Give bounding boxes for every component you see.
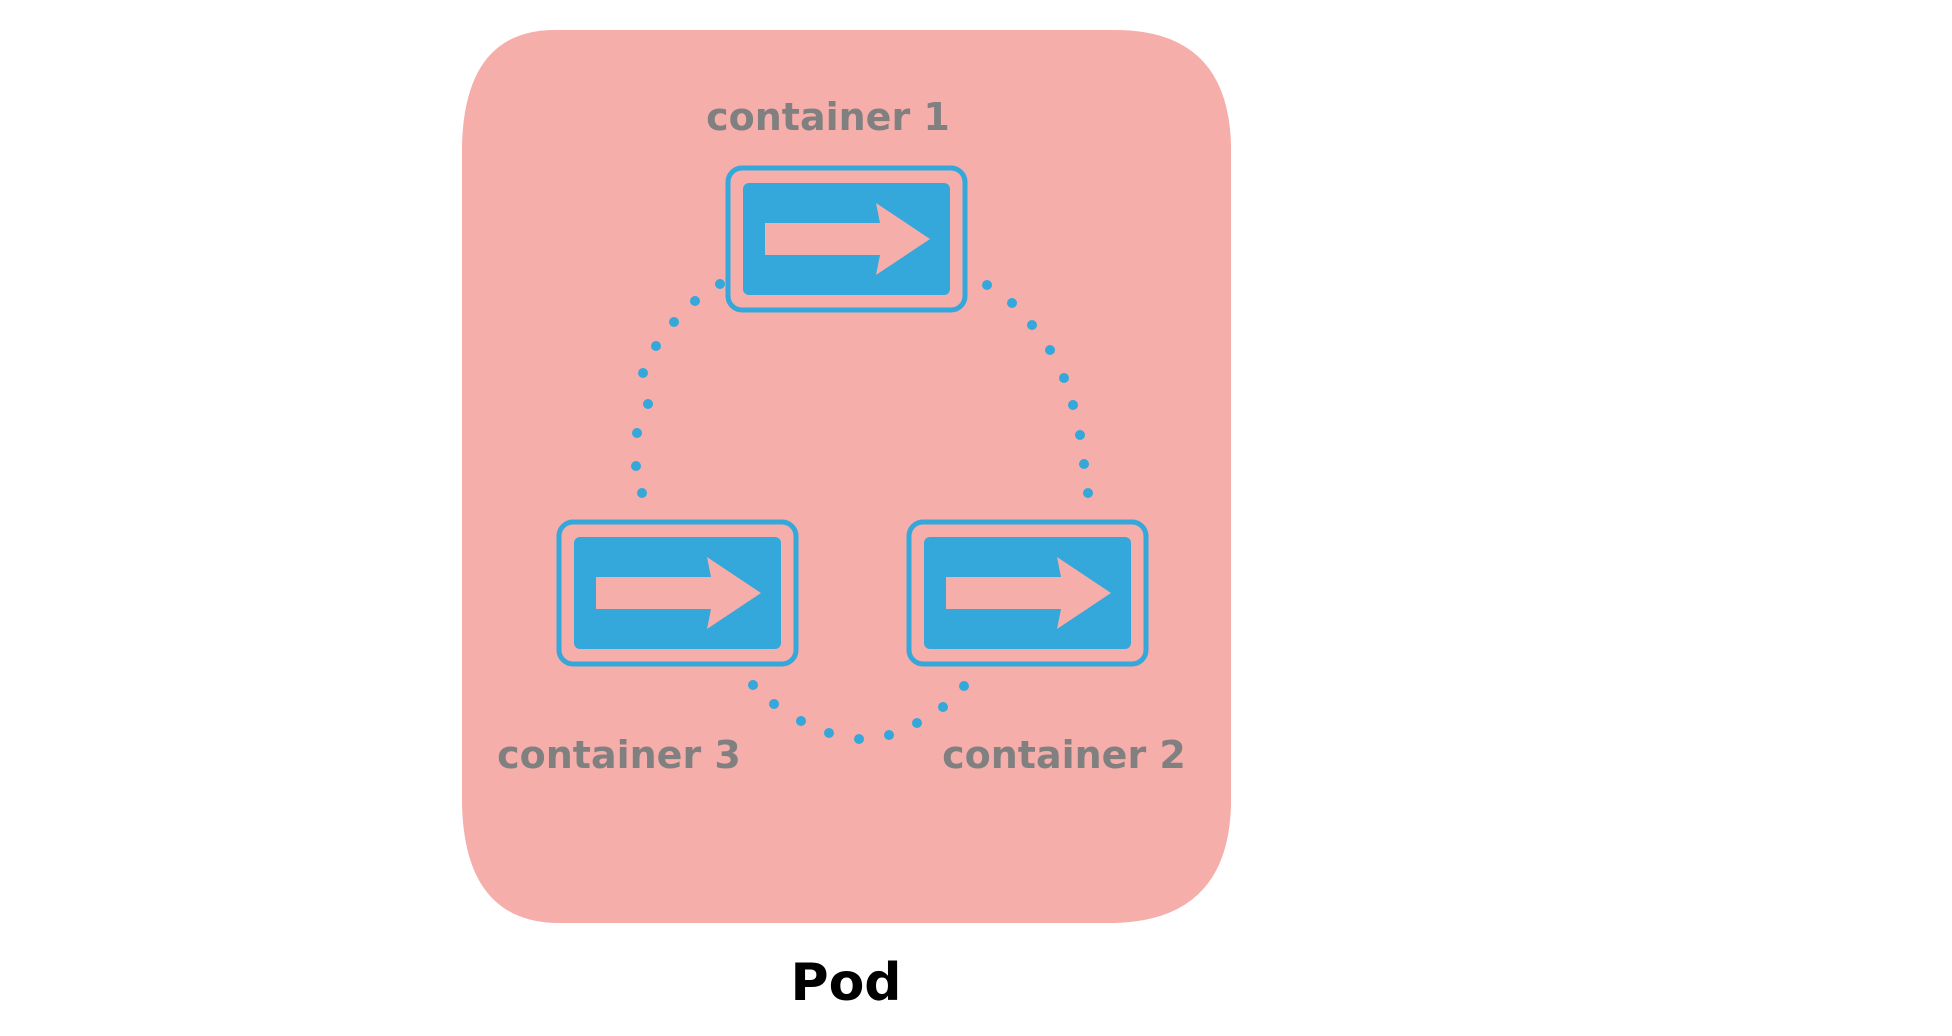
container-2-label: container 2 <box>942 733 1186 777</box>
connection-dot <box>884 730 894 740</box>
connection-dot <box>769 699 779 709</box>
connection-dot <box>1068 400 1078 410</box>
pod-label: Pod <box>790 953 901 1013</box>
connection-dot <box>669 317 679 327</box>
connection-dot <box>959 681 969 691</box>
connection-dot <box>1007 298 1017 308</box>
connection-dot <box>1075 430 1085 440</box>
connection-dot <box>651 341 661 351</box>
container-2 <box>906 519 1149 667</box>
connection-dots <box>631 279 1093 744</box>
connection-dot <box>715 279 725 289</box>
connection-dot <box>631 461 641 471</box>
connection-dot <box>643 399 653 409</box>
connection-dot <box>637 488 647 498</box>
connection-dot <box>938 702 948 712</box>
arrow-right-icon <box>596 557 761 629</box>
connection-dot <box>854 734 864 744</box>
connection-dot <box>912 718 922 728</box>
arrow-right-icon <box>765 203 930 275</box>
connection-dot <box>1059 373 1069 383</box>
container-3 <box>556 519 799 667</box>
connection-dot <box>748 680 758 690</box>
connection-dot <box>1027 320 1037 330</box>
connection-dot <box>824 728 834 738</box>
container-3-label: container 3 <box>497 733 741 777</box>
connection-dot <box>632 428 642 438</box>
connection-dot <box>1083 488 1093 498</box>
arrow-right-icon <box>946 557 1111 629</box>
container-1-label: container 1 <box>706 95 950 139</box>
connection-dot <box>638 368 648 378</box>
connection-dot <box>1079 459 1089 469</box>
connection-dot <box>690 296 700 306</box>
container-1 <box>725 165 968 313</box>
connection-dot <box>982 280 992 290</box>
connection-dot <box>1045 345 1055 355</box>
pod-box <box>462 30 1231 923</box>
connection-dot <box>796 716 806 726</box>
